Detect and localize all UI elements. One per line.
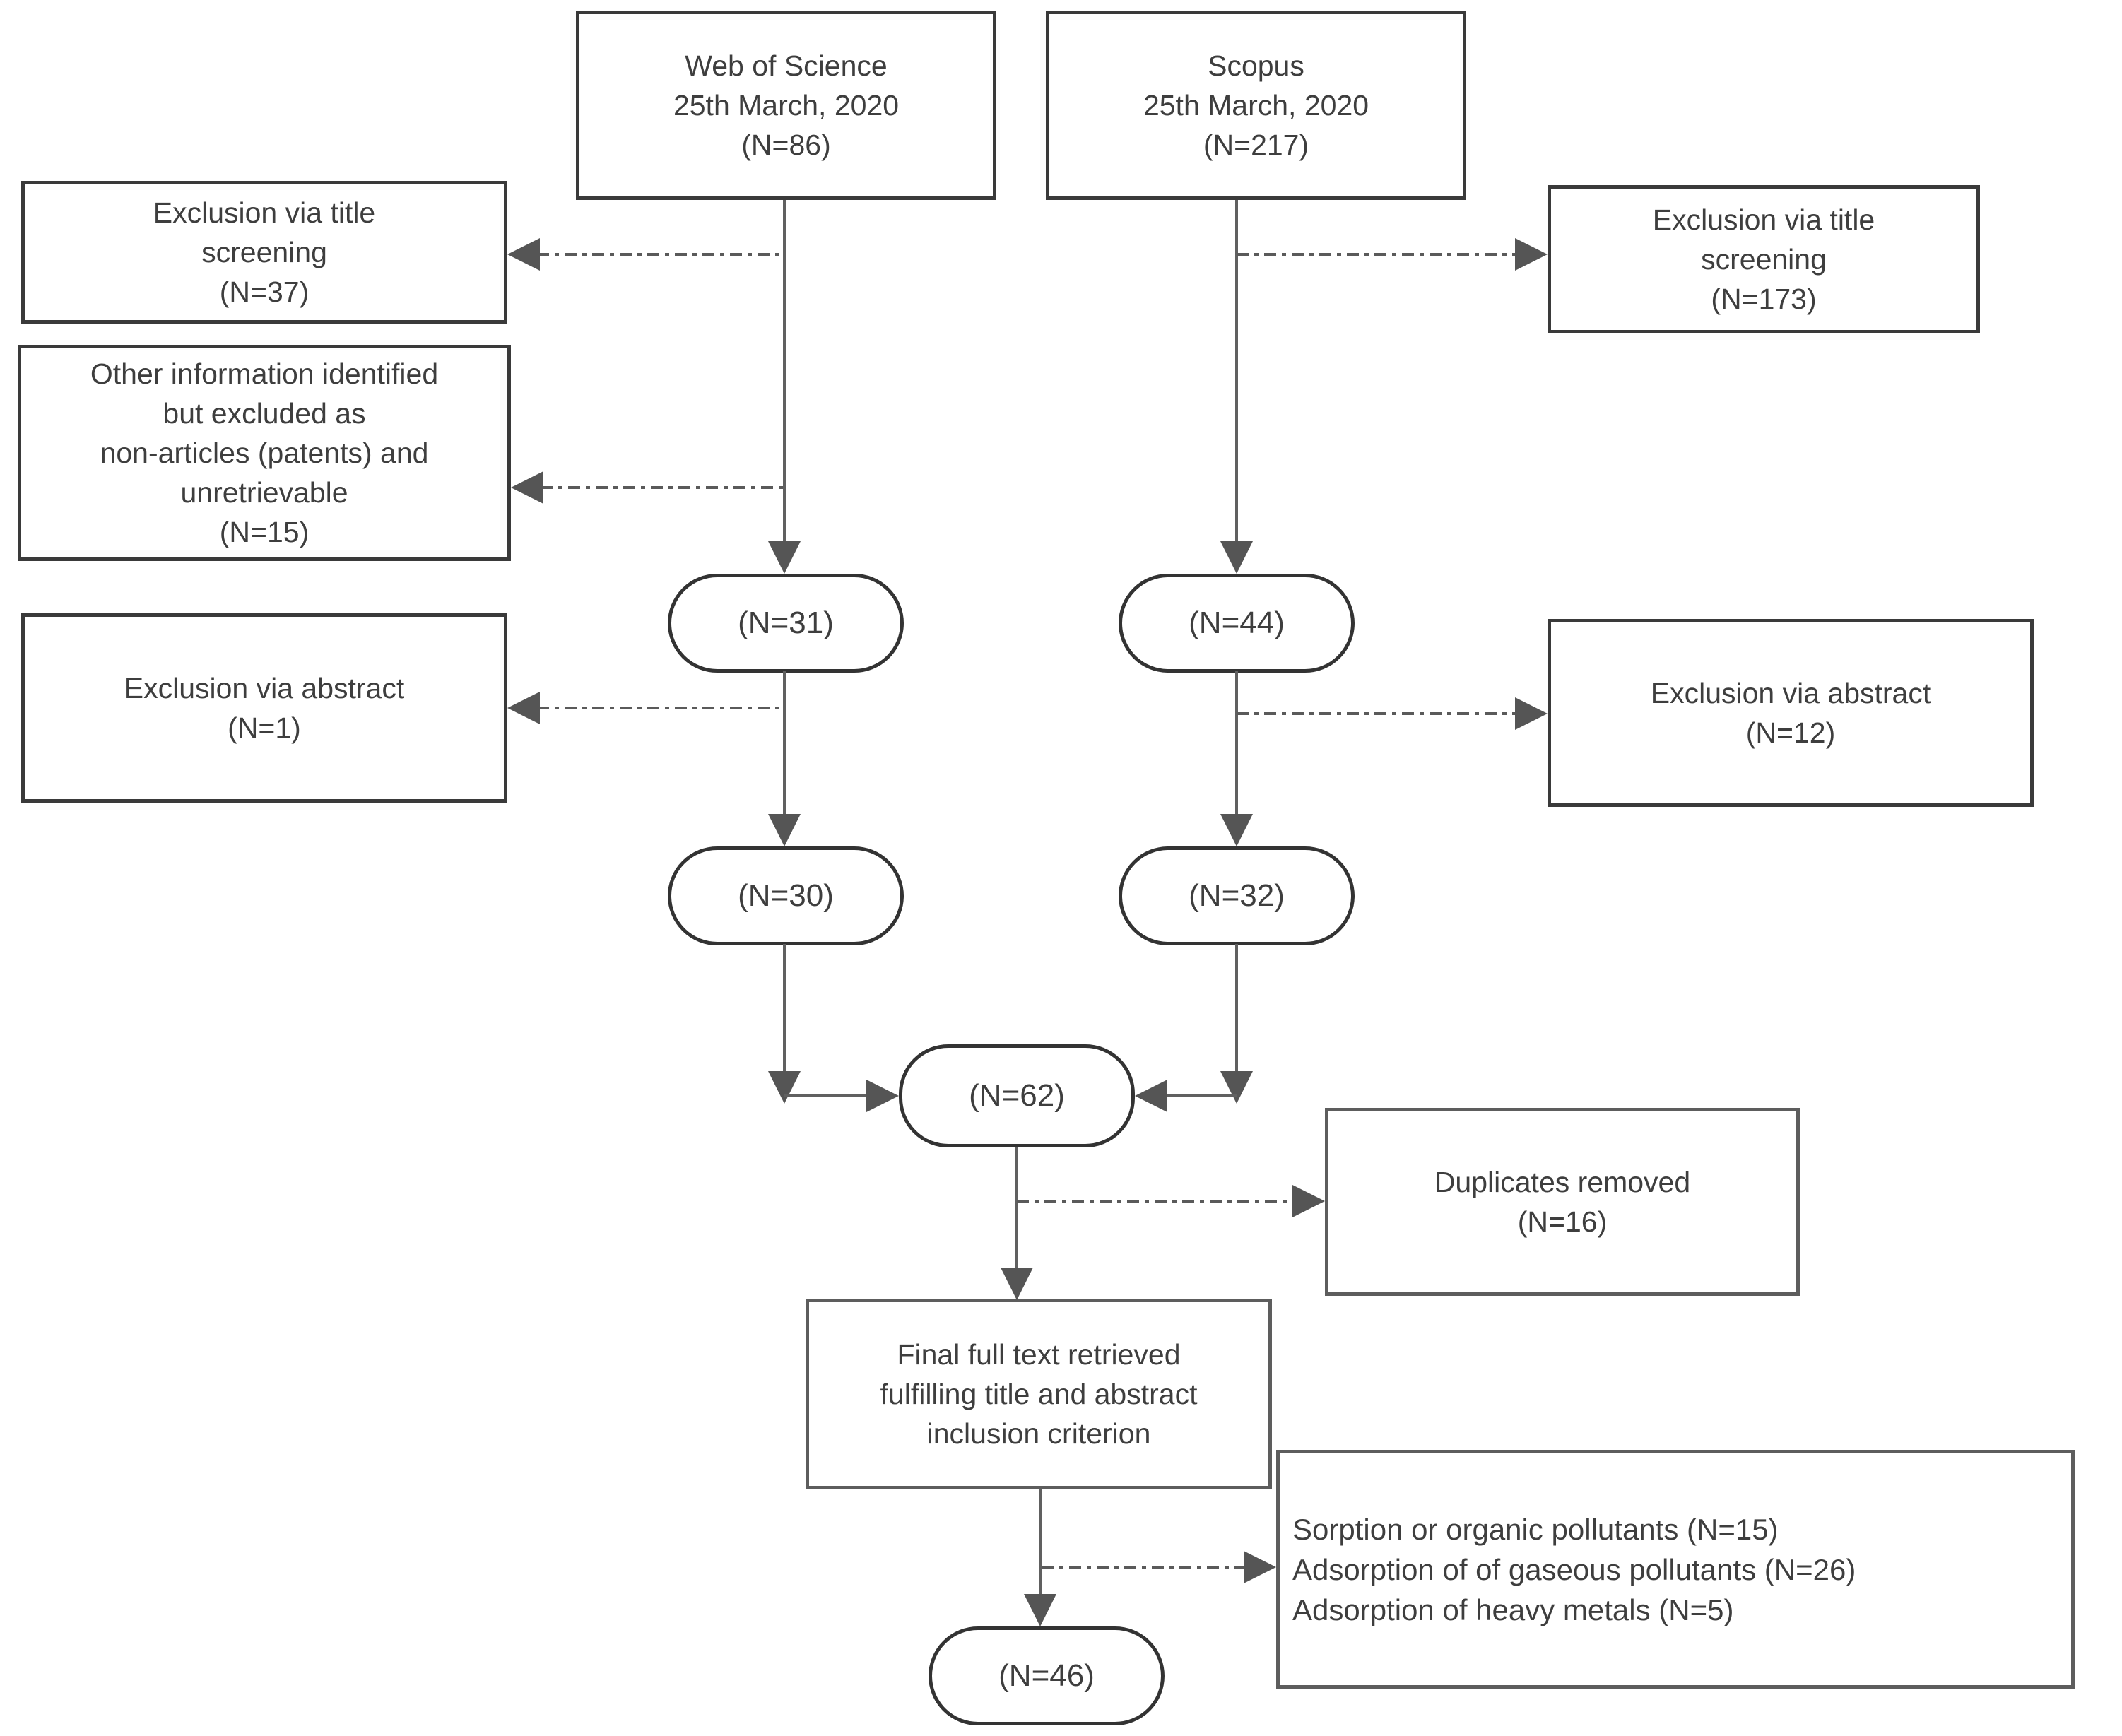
box-line: (N=12) [1745,716,1836,749]
arrow-down-icon [1024,1594,1056,1626]
box-line: Scopus [1208,49,1304,82]
arrow-left-icon [1135,1080,1167,1112]
oval-label: (N=30) [738,878,834,913]
dash-connector-outcomes [1042,1566,1246,1569]
oval-label: (N=62) [969,1078,1065,1113]
arrow-right-icon [866,1080,899,1112]
dash-connector-title-right [1237,253,1518,256]
box-line: (N=86) [741,129,831,161]
box-line: Duplicates removed [1434,1166,1691,1198]
box-line: Final full text retrieved [897,1338,1181,1371]
box-line: Web of Science [685,49,888,82]
box-line: (N=16) [1517,1205,1608,1238]
dash-connector-abstract-left [537,707,784,709]
exclusion-title-right-box: Exclusion via title screening (N=173) [1548,185,1980,333]
oval-label: (N=31) [738,606,834,640]
arrow-down-icon [1220,1071,1253,1104]
other-information-box: Other information identified but exclude… [18,345,511,561]
arrow-left-icon [507,238,540,271]
count-oval-n46: (N=46) [929,1626,1165,1725]
arrow-down-icon [1220,541,1253,574]
box-line: Other information identified [90,358,439,390]
duplicates-removed-box: Duplicates removed (N=16) [1325,1108,1800,1296]
exclusion-title-left-box: Exclusion via title screening (N=37) [21,181,507,324]
box-line: fulfilling title and abstract [880,1378,1198,1410]
arrow-down-icon [768,541,801,574]
box-line: Exclusion via abstract [1650,677,1931,709]
count-oval-n30: (N=30) [668,846,904,945]
dash-connector-abstract-right [1237,712,1518,715]
oval-label: (N=32) [1189,878,1285,913]
outcomes-box: Sorption or organic pollutants (N=15) Ad… [1276,1450,2075,1689]
box-line: Sorption or organic pollutants (N=15) [1292,1512,1779,1546]
connector-scopus-to-n44 [1235,200,1238,546]
connector-n30-elbow-horizontal [784,1094,869,1097]
count-oval-n62: (N=62) [899,1044,1135,1147]
arrow-down-icon [1001,1268,1033,1300]
arrow-right-icon [1515,238,1548,271]
box-line: 25th March, 2020 [1143,89,1369,122]
count-oval-n32: (N=32) [1119,846,1355,945]
arrow-right-icon [1244,1551,1276,1583]
arrow-down-icon [1220,814,1253,846]
arrow-down-icon [768,1071,801,1104]
connector-n44-to-n32 [1235,671,1238,815]
box-line: 25th March, 2020 [673,89,900,122]
box-line: unretrievable [180,476,348,509]
box-line: screening [1701,243,1827,276]
box-line: Exclusion via title [1652,203,1875,236]
box-line: (N=37) [219,276,310,308]
web-of-science-box: Web of Science 25th March, 2020 (N=86) [576,11,996,200]
box-line: Adsorption of heavy metals (N=5) [1292,1593,1734,1626]
box-line: screening [201,236,327,268]
arrow-left-icon [507,692,540,724]
exclusion-abstract-left-box: Exclusion via abstract (N=1) [21,613,507,803]
connector-n31-to-n30 [783,671,786,815]
exclusion-abstract-right-box: Exclusion via abstract (N=12) [1548,619,2034,807]
connector-n32-elbow-horizontal [1166,1094,1237,1097]
box-line: non-articles (patents) and [100,437,429,469]
connector-n30-elbow-vertical [783,944,786,1073]
box-line: Exclusion via title [153,196,376,229]
dash-connector-title-left [537,253,784,256]
arrow-down-icon [768,814,801,846]
oval-label: (N=44) [1189,606,1285,640]
connector-n62-to-final [1015,1147,1018,1269]
dash-connector-other-info [541,486,784,489]
scopus-box: Scopus 25th March, 2020 (N=217) [1046,11,1466,200]
oval-label: (N=46) [998,1658,1095,1693]
arrow-right-icon [1292,1185,1325,1217]
final-full-text-box: Final full text retrieved fulfilling tit… [806,1299,1272,1489]
box-line: (N=15) [219,516,310,548]
box-line: (N=1) [228,711,301,744]
dash-connector-duplicates [1017,1200,1295,1203]
count-oval-n44: (N=44) [1119,574,1355,673]
box-line: (N=217) [1203,129,1309,161]
connector-n32-elbow-vertical [1235,944,1238,1073]
connector-final-to-n46 [1039,1489,1042,1597]
box-line: Adsorption of of gaseous pollutants (N=2… [1292,1552,1856,1586]
arrow-left-icon [511,471,543,504]
arrow-right-icon [1515,697,1548,730]
box-line: but excluded as [163,397,366,430]
box-line: (N=173) [1711,283,1817,315]
box-line: inclusion criterion [926,1417,1151,1450]
box-line: Exclusion via abstract [124,672,405,704]
count-oval-n31: (N=31) [668,574,904,673]
connector-wos-to-n31 [783,200,786,546]
